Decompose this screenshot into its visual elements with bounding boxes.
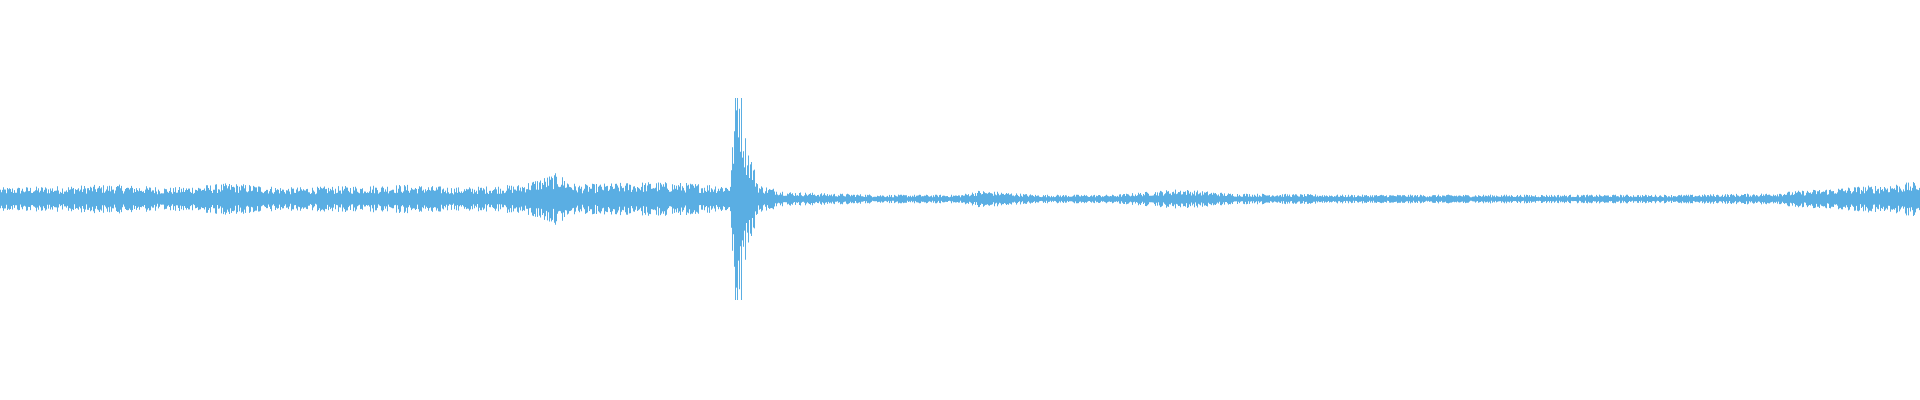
waveform-samples [0,98,1920,300]
